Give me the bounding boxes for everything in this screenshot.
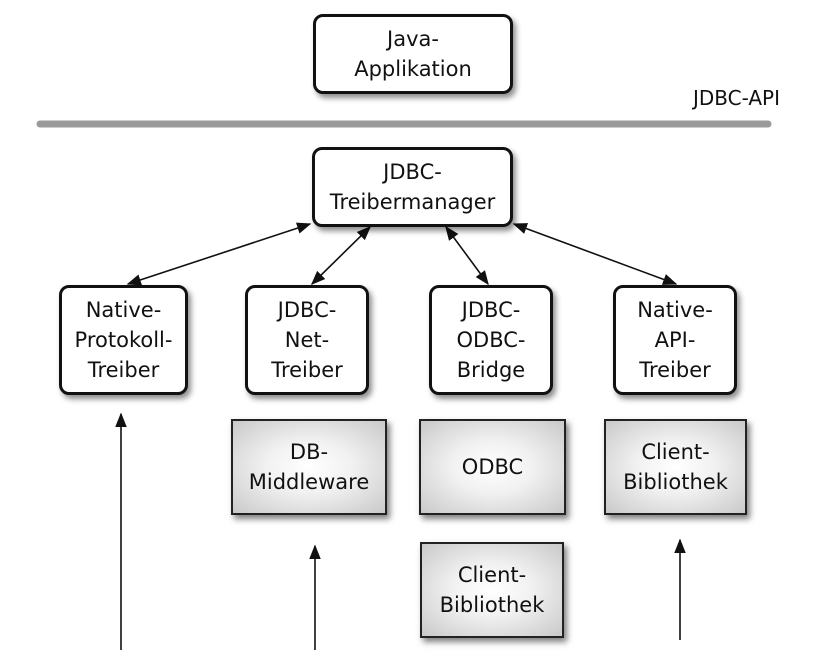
client-library-native-line-1: Client- xyxy=(641,440,710,464)
java-application-line-1: Java- xyxy=(387,27,439,51)
native-api-driver-line-3: Treiber xyxy=(639,358,711,382)
db-middleware-line-2: Middleware xyxy=(248,470,370,494)
native-api-driver-box: Native- API- Treiber xyxy=(613,285,737,395)
arrow-manager-jdbc-net xyxy=(310,225,372,286)
arrow-manager-jdbc-odbc xyxy=(445,225,489,286)
arrow-manager-native-protocol xyxy=(126,222,312,286)
native-protocol-driver-line-2: Protokoll- xyxy=(74,328,173,352)
jdbc-net-driver-line-3: Treiber xyxy=(271,358,343,382)
arrow-manager-native-api xyxy=(512,223,678,285)
client-library-native-line-2: Bibliothek xyxy=(623,470,728,494)
native-api-driver-line-1: Native- xyxy=(637,298,713,322)
client-library-odbc-line-1: Client- xyxy=(457,563,527,587)
db-middleware-line-1: DB- xyxy=(289,440,329,464)
jdbc-net-driver-line-1: JDBC- xyxy=(277,298,337,322)
jdbc-odbc-bridge-line-1: JDBC- xyxy=(461,298,521,322)
jdbc-odbc-bridge-line-2: ODBC- xyxy=(456,328,526,352)
jdbc-api-label: JDBC-API xyxy=(692,86,780,110)
native-api-driver-line-2: API- xyxy=(654,328,696,352)
client-library-odbc-box: Client- Bibliothek xyxy=(420,542,564,638)
jdbc-net-driver-line-2: Net- xyxy=(284,328,330,352)
driver-manager-line-2: Treibermanager xyxy=(329,190,496,214)
driver-manager-box: JDBC- Treibermanager xyxy=(312,147,513,227)
client-library-odbc-line-2: Bibliothek xyxy=(439,593,545,617)
db-middleware-box: DB- Middleware xyxy=(231,419,387,515)
native-protocol-driver-box: Native- Protokoll- Treiber xyxy=(59,285,188,395)
odbc-line-1: ODBC xyxy=(461,455,524,479)
java-application-line-2: Applikation xyxy=(354,57,472,81)
odbc-box: ODBC xyxy=(419,419,566,515)
native-protocol-driver-line-3: Treiber xyxy=(87,358,160,382)
java-application-box: Java- Applikation xyxy=(313,14,513,94)
jdbc-odbc-bridge-line-3: Bridge xyxy=(456,358,526,382)
jdbc-net-driver-box: JDBC- Net- Treiber xyxy=(245,285,369,395)
jdbc-odbc-bridge-box: JDBC- ODBC- Bridge xyxy=(429,285,553,395)
native-protocol-driver-line-1: Native- xyxy=(85,298,162,322)
driver-manager-line-1: JDBC- xyxy=(383,160,442,184)
client-library-native-box: Client- Bibliothek xyxy=(604,419,747,515)
